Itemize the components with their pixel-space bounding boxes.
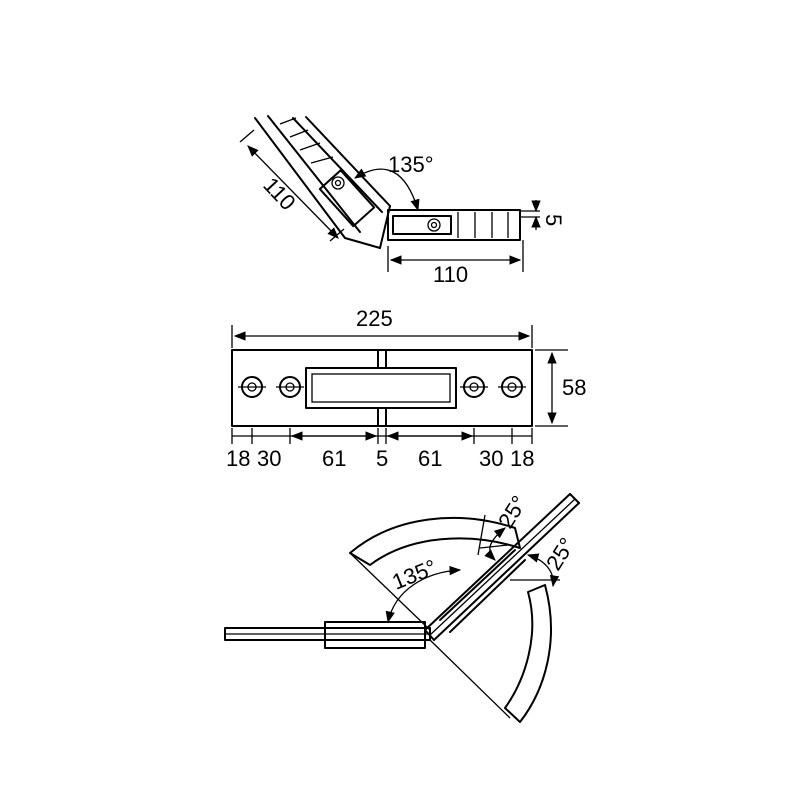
- seg-right-30: 30: [479, 446, 503, 471]
- top-thickness-label: 5: [541, 214, 566, 226]
- swing-angle-b-label: 25°: [541, 533, 580, 574]
- top-angle-label: 135°: [388, 152, 434, 177]
- swing-angle-a-label: 25°: [493, 491, 532, 532]
- seg-left-30: 30: [257, 446, 281, 471]
- swing-view: 135° 25° 25°: [224, 491, 580, 723]
- swing-angle-main-label: 135°: [389, 554, 441, 594]
- plan-view: 225 58: [226, 306, 586, 471]
- hinge-plate: [231, 349, 533, 427]
- seg-right-61: 61: [418, 446, 442, 471]
- plan-total-width-label: 225: [356, 306, 393, 331]
- center-slot: [305, 367, 457, 409]
- seg-left-18: 18: [226, 446, 250, 471]
- seg-left-61: 61: [322, 446, 346, 471]
- swing-arc-upper: [349, 516, 521, 566]
- fixed-panel: [224, 621, 431, 649]
- plan-height-label: 58: [562, 375, 586, 400]
- top-view: 135° 110 110 5: [239, 115, 566, 287]
- swing-arc-lower: [504, 584, 552, 723]
- seg-center-5: 5: [376, 446, 388, 471]
- top-left-length-label: 110: [258, 172, 300, 215]
- top-right-length-label: 110: [433, 262, 468, 287]
- mounting-holes: [238, 376, 526, 398]
- top-right-arm: [387, 209, 521, 241]
- seg-right-18: 18: [510, 446, 534, 471]
